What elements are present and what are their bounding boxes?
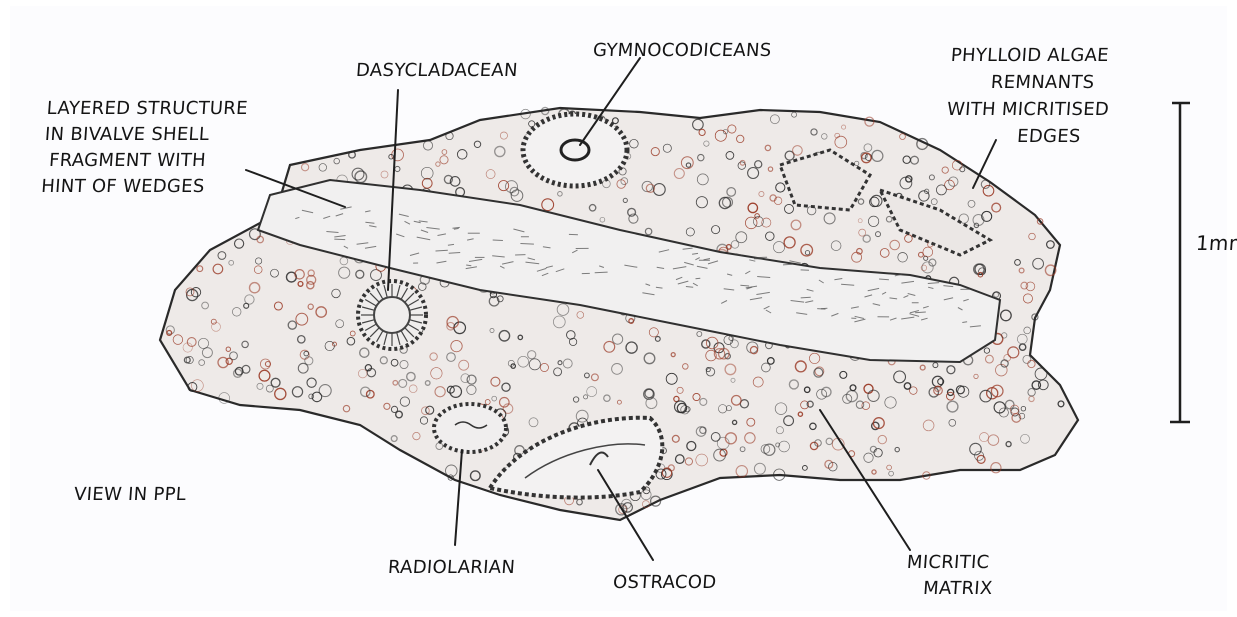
radiolarian-fossil <box>434 404 506 452</box>
label-dasycladacean: DASYCLADACEAN <box>355 58 519 84</box>
label-line: PHYLLOID ALGAE <box>950 42 1114 69</box>
label-ostracod: OSTRACOD <box>612 570 717 596</box>
label-view-ppl: VIEW IN PPL <box>73 482 187 508</box>
label-line: MATRIX <box>922 576 993 602</box>
label-line: IN BIVALVE SHELL <box>44 122 247 148</box>
label-line: WITH MICRITISED <box>946 96 1110 123</box>
dasycladacean-fossil <box>358 281 426 349</box>
label-line: HINT OF WEDGES <box>40 174 243 200</box>
gymnocodiacean-fossil <box>523 114 627 186</box>
label-line: FRAGMENT WITH <box>48 148 245 174</box>
label-line: REMNANTS <box>990 69 1112 96</box>
label-layered-structure: LAYERED STRUCTURE IN BIVALVE SHELL FRAGM… <box>40 96 248 200</box>
label-gymnocodiceans: GYMNOCODICEANS <box>592 38 772 64</box>
label-radiolarian: RADIOLARIAN <box>387 555 516 581</box>
label-phylloid-algae: PHYLLOID ALGAE REMNANTS WITH MICRITISED … <box>944 42 1114 150</box>
label-line: MICRITIC <box>906 550 995 576</box>
label-micritic-matrix: MICRITIC MATRIX <box>904 550 995 602</box>
label-line: LAYERED STRUCTURE <box>46 96 249 122</box>
label-line: EDGES <box>1016 123 1108 150</box>
label-scale: 1mm <box>1195 230 1237 256</box>
